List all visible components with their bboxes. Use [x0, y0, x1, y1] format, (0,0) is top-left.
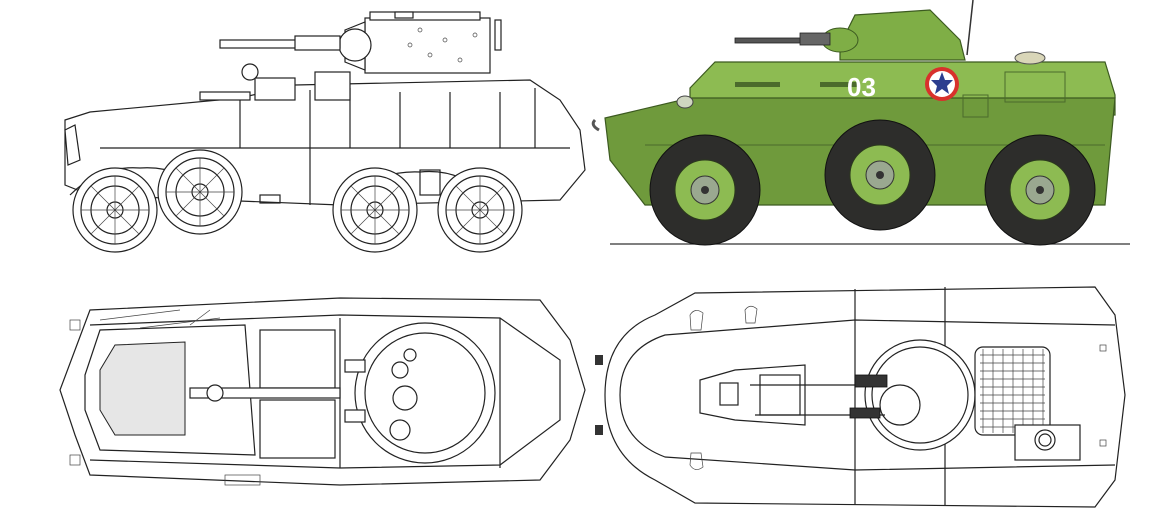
- turret-side: [219, 11, 502, 74]
- top-view-line-drawing-left: [40, 270, 600, 518]
- tactical-number: 03: [847, 72, 876, 102]
- side-view-line-drawing: [40, 0, 600, 255]
- wheel: [984, 134, 1096, 246]
- engine-grille: [974, 346, 1051, 436]
- side-view-color-profile: 03: [585, 0, 1155, 255]
- star-roundel-icon: [925, 67, 959, 101]
- hull-top: [59, 297, 586, 486]
- wheel: [824, 119, 936, 231]
- turret-top: [344, 322, 496, 464]
- turret-top: [750, 339, 976, 451]
- turret: [734, 9, 966, 61]
- wheel: [649, 134, 761, 246]
- top-view-line-drawing-right: [595, 275, 1155, 518]
- antenna: [966, 0, 974, 56]
